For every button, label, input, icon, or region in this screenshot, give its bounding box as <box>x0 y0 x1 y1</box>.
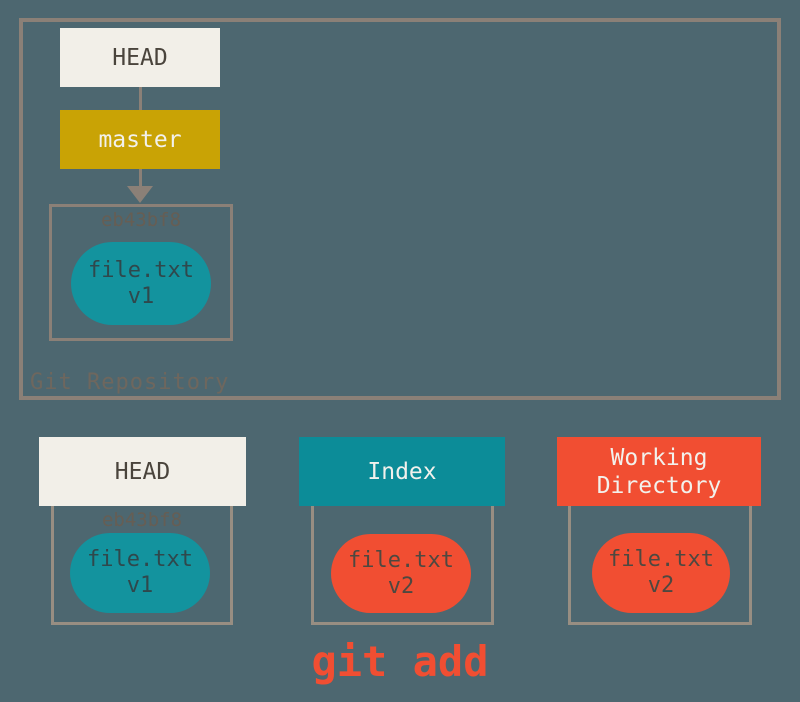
index-file-blob: file.txt v2 <box>331 534 471 613</box>
column-header-index: Index <box>299 437 505 506</box>
file-name-label: file.txt <box>87 547 193 572</box>
column-title: Working Directory <box>596 444 722 499</box>
master-branch-box: master <box>60 110 220 169</box>
file-name-label: file.txt <box>348 547 454 573</box>
file-version-label: v1 <box>126 573 154 598</box>
head-file-blob: file.txt v1 <box>70 533 210 613</box>
commit-file-blob: file.txt v1 <box>71 242 211 325</box>
file-name-label: file.txt <box>608 547 714 572</box>
column-header-working-directory: Working Directory <box>557 437 761 506</box>
file-version-label: v1 <box>127 283 155 309</box>
git-add-command-label: git add <box>311 637 489 686</box>
column-title: Index <box>367 458 437 485</box>
connector-head-to-master <box>139 87 142 110</box>
commit-hash-label: eb43bf8 <box>100 209 182 231</box>
file-name-label: file.txt <box>88 257 194 283</box>
head-ref-label: HEAD <box>112 44 168 71</box>
git-repository-box <box>19 18 781 400</box>
column-header-head: HEAD <box>39 437 246 506</box>
arrow-down-icon <box>127 186 153 203</box>
commit-hash-label: eb43bf8 <box>101 509 183 531</box>
master-branch-label: master <box>98 126 182 153</box>
commit-box <box>49 204 233 341</box>
file-version-label: v2 <box>387 573 415 599</box>
head-ref-box: HEAD <box>60 28 220 87</box>
working-directory-file-blob: file.txt v2 <box>592 533 730 613</box>
column-title: HEAD <box>114 458 171 485</box>
connector-master-to-commit <box>139 169 142 187</box>
file-version-label: v2 <box>647 573 675 598</box>
git-repository-label: Git Repository <box>30 370 230 395</box>
